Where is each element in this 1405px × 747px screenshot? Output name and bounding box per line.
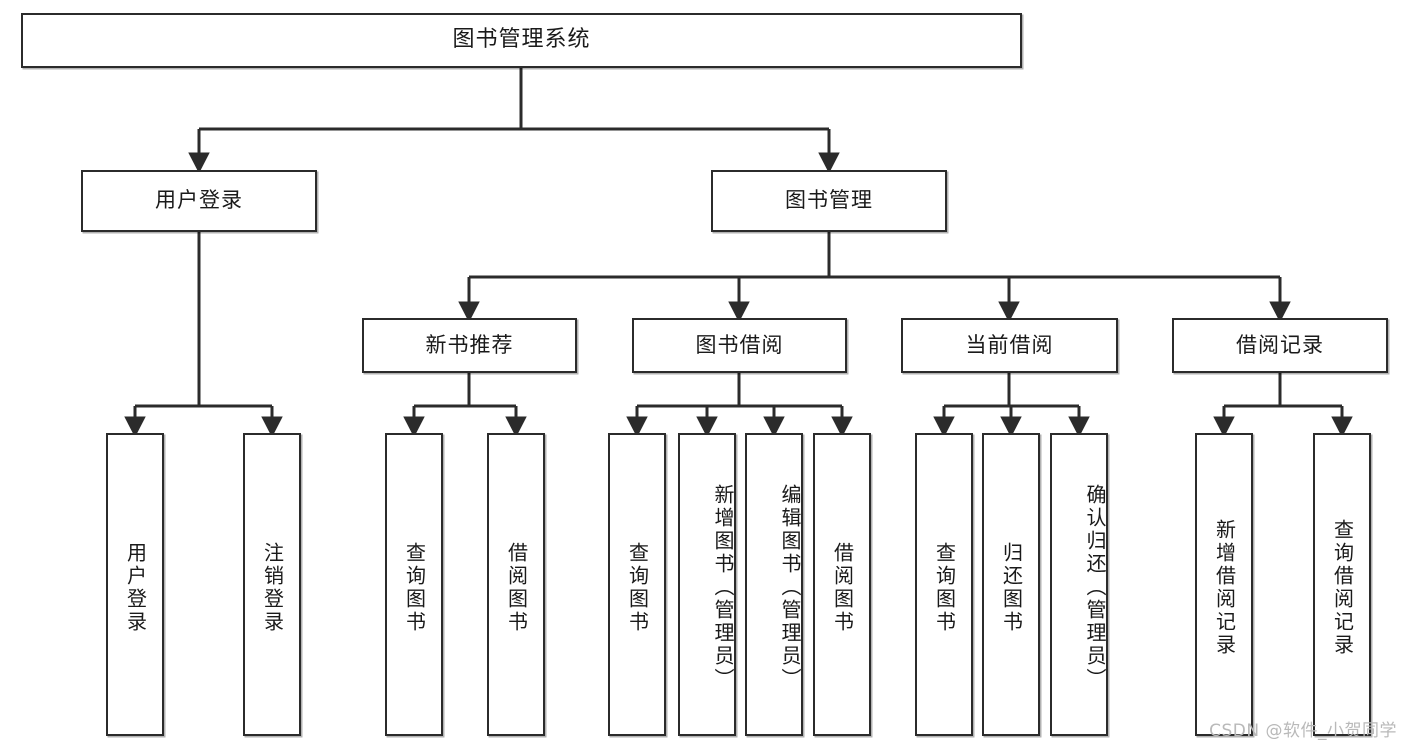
node-new-book-recommend[interactable]: 新书推荐 [362, 318, 577, 373]
csdn-watermark: CSDN @软件_小贺同学 [1209, 721, 1397, 741]
node-leaf-borrow-book[interactable]: 借阅图书 [813, 433, 871, 736]
node-leaf-add-book-admin[interactable]: 新增图书（管理员） [678, 433, 736, 736]
node-user-login[interactable]: 用户登录 [81, 170, 317, 232]
node-leaf-add-borrow-record[interactable]: 新增借阅记录 [1195, 433, 1253, 736]
node-leaf-query-borrow-record[interactable]: 查询借阅记录 [1313, 433, 1371, 736]
node-leaf-return-book[interactable]: 归还图书 [982, 433, 1040, 736]
node-leaf-user-login[interactable]: 用户登录 [106, 433, 164, 736]
node-book-borrow[interactable]: 图书借阅 [632, 318, 847, 373]
node-leaf-borrow-book-recommend[interactable]: 借阅图书 [487, 433, 545, 736]
node-leaf-edit-book-admin[interactable]: 编辑图书（管理员） [745, 433, 803, 736]
node-current-borrow[interactable]: 当前借阅 [901, 318, 1118, 373]
node-root-system[interactable]: 图书管理系统 [21, 13, 1022, 68]
node-book-management[interactable]: 图书管理 [711, 170, 947, 232]
node-leaf-confirm-return-admin[interactable]: 确认归还（管理员） [1050, 433, 1108, 736]
node-leaf-query-book-borrow[interactable]: 查询图书 [608, 433, 666, 736]
node-leaf-query-book-current[interactable]: 查询图书 [915, 433, 973, 736]
node-leaf-user-logout[interactable]: 注销登录 [243, 433, 301, 736]
node-leaf-query-book-recommend[interactable]: 查询图书 [385, 433, 443, 736]
node-borrow-record[interactable]: 借阅记录 [1172, 318, 1388, 373]
